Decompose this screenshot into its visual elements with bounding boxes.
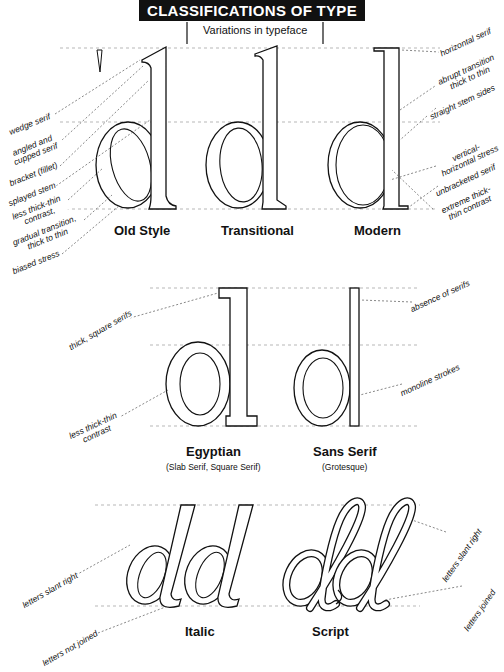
annotation: absence of serifs [408,278,472,314]
style-name: Italic [184,625,216,639]
annotation: letters slant right [440,527,484,585]
annotation: thick, square serifs [67,308,135,352]
title: CLASSIFICATIONS OF TYPE [147,2,357,19]
annotation: letters slant right [20,571,80,611]
alternate-names: (Grotesque) [321,463,368,472]
alternate-names: (Slab Serif, Square Serif) [165,463,261,472]
style-name: Old Style [113,224,171,238]
title-band: CLASSIFICATIONS OF TYPE [139,0,365,21]
style-name: Egyptian [185,445,242,459]
annotation: less thick-thin contrast [65,410,125,451]
style-name: Modern [353,224,402,238]
style-name: Script [311,625,350,639]
style-name: Sans Serif [312,445,378,459]
annotation: monoline strokes [398,362,462,398]
annotation: letters not joined [40,629,100,669]
style-name: Transitional [220,224,295,238]
subheading: Variations in typeface [202,25,308,37]
annotation: letters joined [462,587,498,633]
annotation: horizontal serif [438,26,494,58]
annotation: wedge serif [7,112,53,137]
